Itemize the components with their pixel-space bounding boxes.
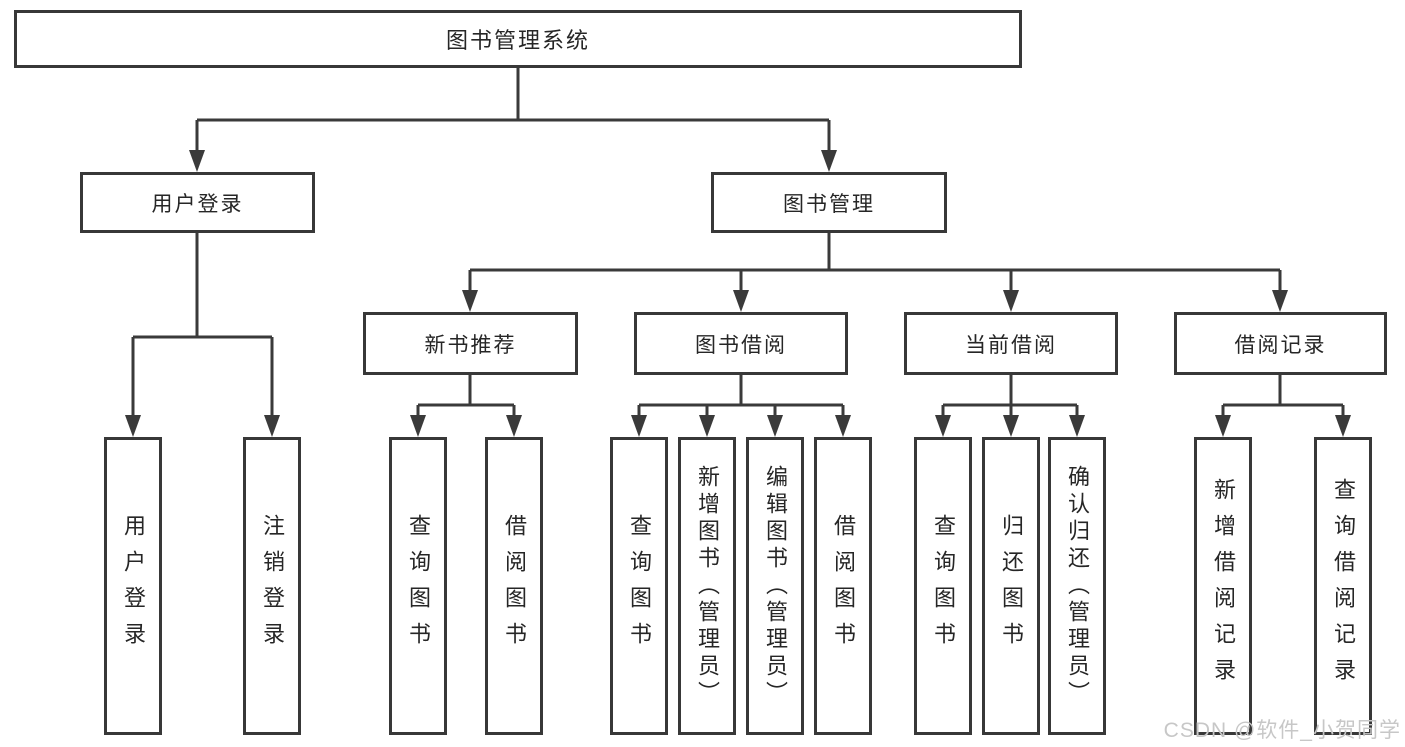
node-label: 图书管理系统 bbox=[445, 28, 590, 53]
node-label: 用户登录 bbox=[151, 192, 244, 216]
node-label: 查询图书 bbox=[627, 514, 652, 658]
node-label: 图书管理 bbox=[783, 192, 875, 216]
node-label: 新书推荐 bbox=[424, 333, 517, 357]
node-leaf-logout: 注销登录 bbox=[243, 437, 301, 735]
node-borrow-records: 借阅记录 bbox=[1174, 312, 1387, 375]
node-leaf-borrow-books: 借阅图书 bbox=[814, 437, 872, 735]
node-label: 归还图书 bbox=[999, 514, 1024, 658]
node-label: 查询图书 bbox=[406, 514, 431, 658]
node-leaf-add-borrow-record: 新增借阅记录 bbox=[1194, 437, 1252, 735]
node-book-management-branch: 图书管理 bbox=[711, 172, 947, 233]
node-label: 图书借阅 bbox=[695, 333, 787, 357]
node-new-book-recommend: 新书推荐 bbox=[363, 312, 578, 375]
node-label: 查询借阅记录 bbox=[1331, 478, 1356, 694]
node-leaf-query-books-current: 查询图书 bbox=[914, 437, 972, 735]
node-label: 借阅记录 bbox=[1234, 333, 1327, 357]
node-book-borrow: 图书借阅 bbox=[634, 312, 848, 375]
node-leaf-edit-book-admin: 编辑图书（管理员） bbox=[746, 437, 804, 735]
node-leaf-user-login: 用户登录 bbox=[104, 437, 162, 735]
node-label: 编辑图书（管理员） bbox=[763, 464, 788, 708]
node-leaf-query-books-recommend: 查询图书 bbox=[389, 437, 447, 735]
node-leaf-query-books-borrow: 查询图书 bbox=[610, 437, 668, 735]
node-current-borrow: 当前借阅 bbox=[904, 312, 1118, 375]
node-leaf-borrow-books-recommend: 借阅图书 bbox=[485, 437, 543, 735]
node-label: 当前借阅 bbox=[965, 333, 1057, 357]
node-label: 用户登录 bbox=[121, 514, 146, 658]
node-leaf-add-book-admin: 新增图书（管理员） bbox=[678, 437, 736, 735]
node-label: 新增借阅记录 bbox=[1211, 478, 1236, 694]
node-label: 借阅图书 bbox=[502, 514, 527, 658]
node-label: 注销登录 bbox=[260, 514, 285, 658]
node-leaf-return-book: 归还图书 bbox=[982, 437, 1040, 735]
node-leaf-confirm-return-admin: 确认归还（管理员） bbox=[1048, 437, 1106, 735]
node-user-login-branch: 用户登录 bbox=[80, 172, 315, 233]
node-leaf-query-borrow-record: 查询借阅记录 bbox=[1314, 437, 1372, 735]
csdn-watermark: CSDN @软件_小贺同学 bbox=[1163, 719, 1401, 742]
node-label: 查询图书 bbox=[931, 514, 956, 658]
node-library-system-root: 图书管理系统 bbox=[14, 10, 1022, 68]
node-label: 确认归还（管理员） bbox=[1065, 464, 1090, 708]
node-label: 新增图书（管理员） bbox=[695, 464, 720, 708]
node-label: 借阅图书 bbox=[831, 514, 856, 658]
